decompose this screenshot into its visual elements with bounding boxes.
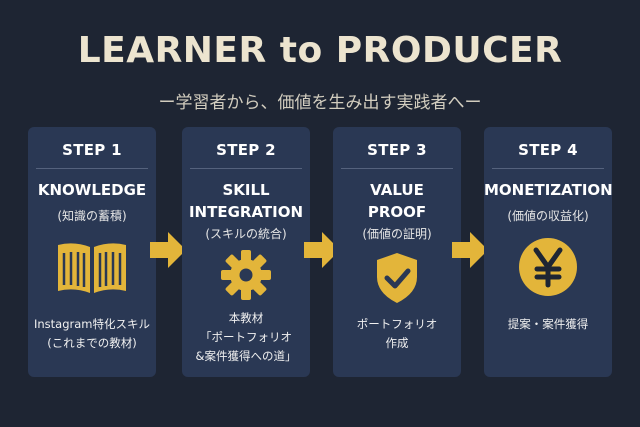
card-divider [341,168,453,169]
arrow-right-icon [452,232,488,268]
yen-coin-icon [519,238,577,296]
card-divider [492,168,604,169]
step-card-2: STEP 2 SKILL INTEGRATION (スキルの統合) 本教材 「ポ… [182,127,310,377]
step-subtitle: (知識の蓄積) [57,209,127,223]
step-description: 提案・案件獲得 [507,317,589,331]
arrow-right-icon [150,232,186,268]
page-title: LEARNER to PRODUCER [77,30,563,71]
page-subtitle: ー学習者から、価値を生み出す実践者へー [158,93,482,113]
gear-icon [221,250,271,300]
arrow-right-icon [304,232,340,268]
step-label: STEP 1 [62,141,122,159]
step-subtitle: (価値の証明) [362,227,432,241]
card-divider [190,168,302,169]
card-divider [36,168,148,169]
step-description: 本教材 「ポートフォリオ &案件獲得への道」 [195,311,297,363]
step-label: STEP 4 [518,141,578,159]
step-description: ポートフォリオ 作成 [356,317,438,350]
step-label: STEP 2 [216,141,276,159]
step-card-3: STEP 3 VALUE PROOF (価値の証明) ポートフォリオ 作成 [333,127,461,377]
step-card-1: STEP 1 KNOWLEDGE (知識の蓄積) Instagram特化スキル … [28,127,156,377]
step-title: MONETIZATION [484,181,613,199]
book-icon [58,243,126,293]
step-card-4: STEP 4 MONETIZATION (価値の収益化) 提案・案件獲得 [484,127,613,377]
step-label: STEP 3 [367,141,427,159]
step-subtitle: (スキルの統合) [205,227,287,241]
step-title: VALUE PROOF [367,181,427,221]
step-title: SKILL INTEGRATION [188,181,304,221]
step-description: Instagram特化スキル (これまでの教材) [33,317,150,350]
step-subtitle: (価値の収益化) [507,209,589,223]
step-title: KNOWLEDGE [37,181,147,199]
shield-check-icon [377,253,417,303]
